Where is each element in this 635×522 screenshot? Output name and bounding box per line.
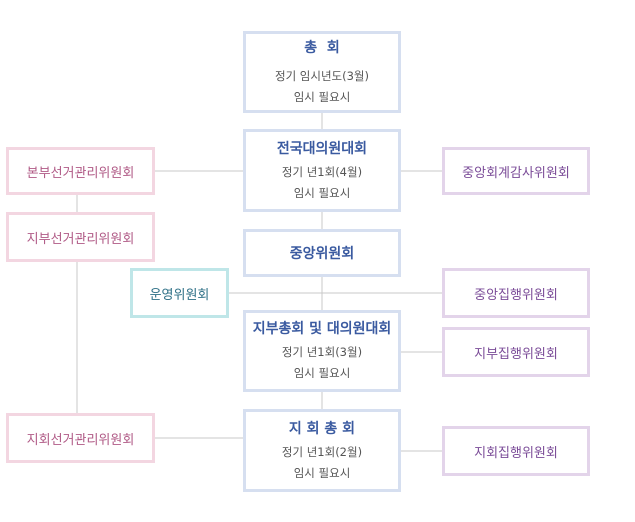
general-assembly-extra: 임시 필요시: [293, 89, 351, 104]
central-committee-title: 중앙위원회: [289, 246, 355, 262]
branch-assembly-extra: 임시 필요시: [293, 366, 351, 380]
branch-executive-committee-box: 지부집행위원회: [442, 327, 590, 377]
hq-election-committee-box: 본부선거관리위원회: [6, 147, 155, 195]
branch-executive-committee-label: 지부집행위원회: [474, 346, 558, 362]
general-assembly-title: 총 회: [304, 39, 340, 56]
chapter-assembly-title: 지 회 총 회: [288, 420, 356, 437]
national-congress-title: 전국대의원대회: [276, 140, 368, 157]
central-committee-box: 중앙위원회: [243, 229, 401, 277]
chapter-election-committee-label: 지회선거관리위원회: [26, 432, 135, 448]
chapter-assembly-regular: 정기 년1회(2월): [281, 444, 363, 459]
chapter-executive-committee-box: 지회집행위원회: [442, 426, 590, 476]
general-assembly-regular: 정기 임시년도(3월): [274, 68, 369, 83]
branch-election-committee-label: 지부선거관리위원회: [26, 231, 135, 247]
national-congress-box: 전국대의원대회 정기 년1회(4월) 임시 필요시: [243, 129, 401, 212]
branch-assembly-title: 지부총회 및 대의원대회: [252, 321, 392, 337]
branch-assembly-regular: 정기 년1회(3월): [281, 345, 363, 359]
national-congress-regular: 정기 년1회(4월): [281, 164, 363, 179]
central-audit-committee-box: 중앙회계감사위원회: [442, 147, 590, 195]
branch-assembly-box: 지부총회 및 대의원대회 정기 년1회(3월) 임시 필요시: [243, 310, 401, 392]
chapter-election-committee-box: 지회선거관리위원회: [6, 413, 155, 463]
chapter-executive-committee-label: 지회집행위원회: [474, 445, 558, 461]
central-executive-committee-box: 중앙집행위원회: [442, 268, 590, 318]
hq-election-committee-label: 본부선거관리위원회: [26, 165, 135, 181]
chapter-assembly-box: 지 회 총 회 정기 년1회(2월) 임시 필요시: [243, 409, 401, 492]
steering-committee-label: 운영위원회: [149, 287, 210, 303]
branch-election-committee-box: 지부선거관리위원회: [6, 212, 155, 262]
chapter-assembly-extra: 임시 필요시: [293, 465, 351, 480]
general-assembly-box: 총 회 정기 임시년도(3월) 임시 필요시: [243, 31, 401, 113]
central-audit-committee-label: 중앙회계감사위원회: [462, 165, 570, 181]
steering-committee-box: 운영위원회: [130, 268, 229, 318]
national-congress-extra: 임시 필요시: [293, 185, 351, 200]
central-executive-committee-label: 중앙집행위원회: [474, 287, 558, 303]
